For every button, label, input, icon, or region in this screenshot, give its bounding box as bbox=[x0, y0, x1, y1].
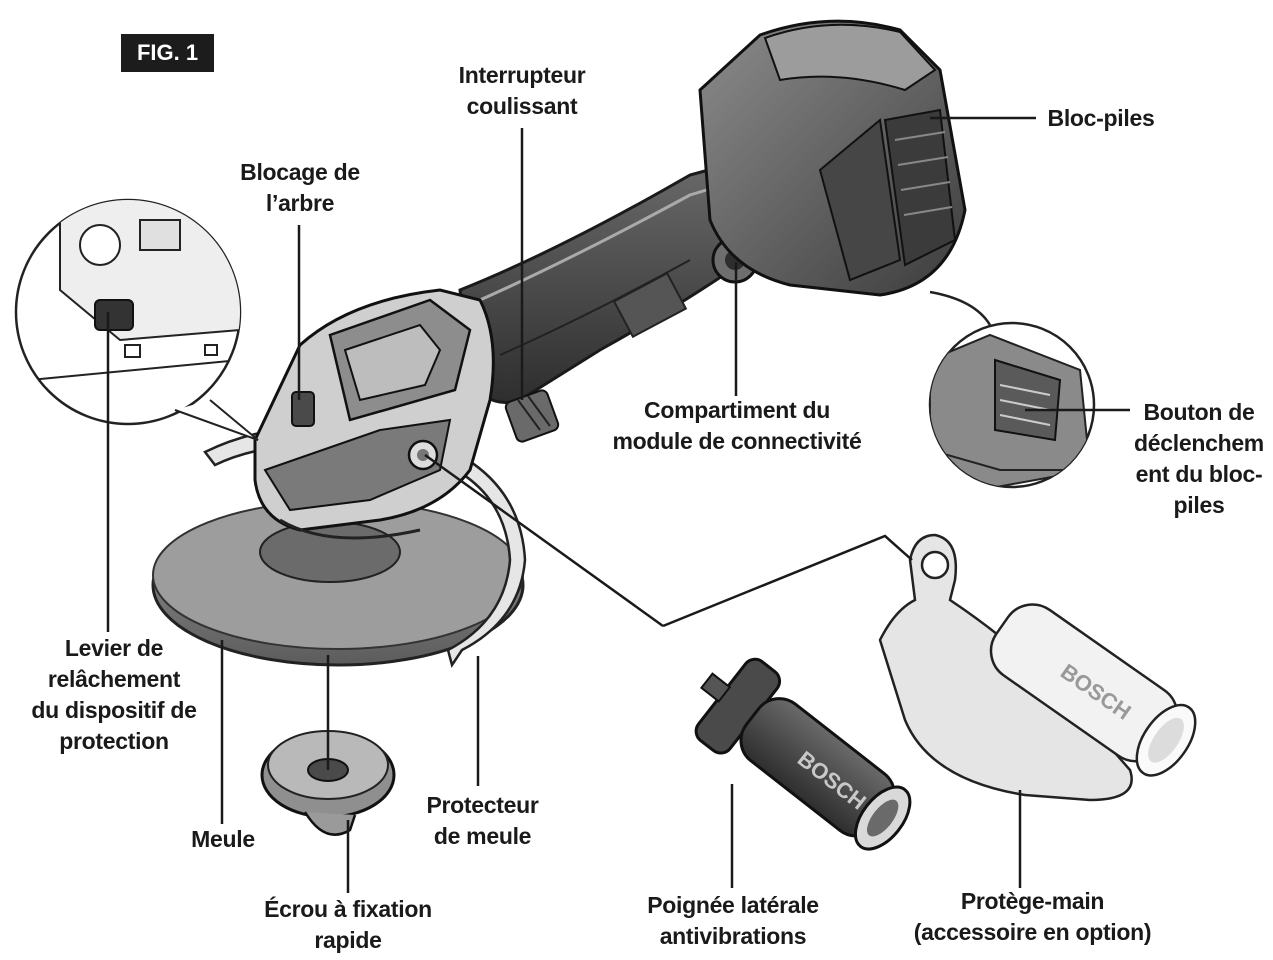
label-line: déclenchem bbox=[1134, 430, 1264, 456]
label-line: Bouton de bbox=[1143, 399, 1255, 425]
label-line: (accessoire en option) bbox=[913, 919, 1152, 945]
label-poignee: Poignée latérale antivibrations bbox=[628, 890, 838, 952]
label-line: protection bbox=[59, 728, 169, 754]
label-line: l’arbre bbox=[265, 190, 335, 216]
label-line: Meule bbox=[191, 826, 255, 852]
label-line: Poignée latérale bbox=[647, 892, 819, 918]
label-levier: Levier de relâchement du dispositif de p… bbox=[28, 633, 200, 757]
label-line: Écrou à fixation bbox=[264, 896, 432, 922]
label-protecteur: Protecteur de meule bbox=[405, 790, 560, 852]
label-line: de meule bbox=[433, 823, 532, 849]
figure-badge: FIG. 1 bbox=[121, 34, 214, 72]
leader-accessory-bracket bbox=[662, 534, 913, 628]
label-interrupteur: Interrupteur coulissant bbox=[427, 60, 617, 122]
label-line: Compartiment du bbox=[644, 397, 830, 423]
label-line: module de connectivité bbox=[612, 428, 862, 454]
label-meule: Meule bbox=[178, 824, 268, 855]
label-line: antivibrations bbox=[659, 923, 807, 949]
label-compartiment: Compartiment du module de connectivité bbox=[596, 395, 878, 457]
label-line: Interrupteur bbox=[458, 62, 586, 88]
label-ecrou: Écrou à fixation rapide bbox=[248, 894, 448, 956]
battery-pack bbox=[698, 19, 967, 297]
label-bouton-declenchement: Bouton de déclenchem ent du bloc- piles bbox=[1128, 397, 1270, 521]
label-line: coulissant bbox=[466, 93, 578, 119]
detail-circle-battery-release bbox=[928, 290, 1096, 489]
label-line: Protège-main bbox=[960, 888, 1105, 914]
label-line: rapide bbox=[314, 927, 382, 953]
detail-circle-guard-lever bbox=[14, 198, 259, 441]
grinder-body bbox=[253, 158, 762, 540]
label-line: Protecteur bbox=[426, 792, 539, 818]
label-line: relâchement bbox=[47, 666, 181, 692]
label-bloc-piles: Bloc-piles bbox=[1036, 103, 1166, 134]
label-line: ent du bloc- bbox=[1135, 461, 1263, 487]
label-line: Levier de bbox=[64, 635, 164, 661]
label-line: piles bbox=[1173, 492, 1225, 518]
label-line: Bloc-piles bbox=[1047, 105, 1155, 131]
leader-lines bbox=[106, 116, 1130, 893]
label-protege-main: Protège-main (accessoire en option) bbox=[895, 886, 1170, 948]
hand-guard: BOSCH bbox=[878, 533, 1197, 802]
side-handle: BOSCH bbox=[694, 657, 912, 851]
label-blocage-arbre: Blocage de l’arbre bbox=[215, 157, 385, 219]
label-line: Blocage de bbox=[240, 159, 360, 185]
leader-handle-mount bbox=[424, 453, 664, 628]
label-line: du dispositif de bbox=[31, 697, 197, 723]
